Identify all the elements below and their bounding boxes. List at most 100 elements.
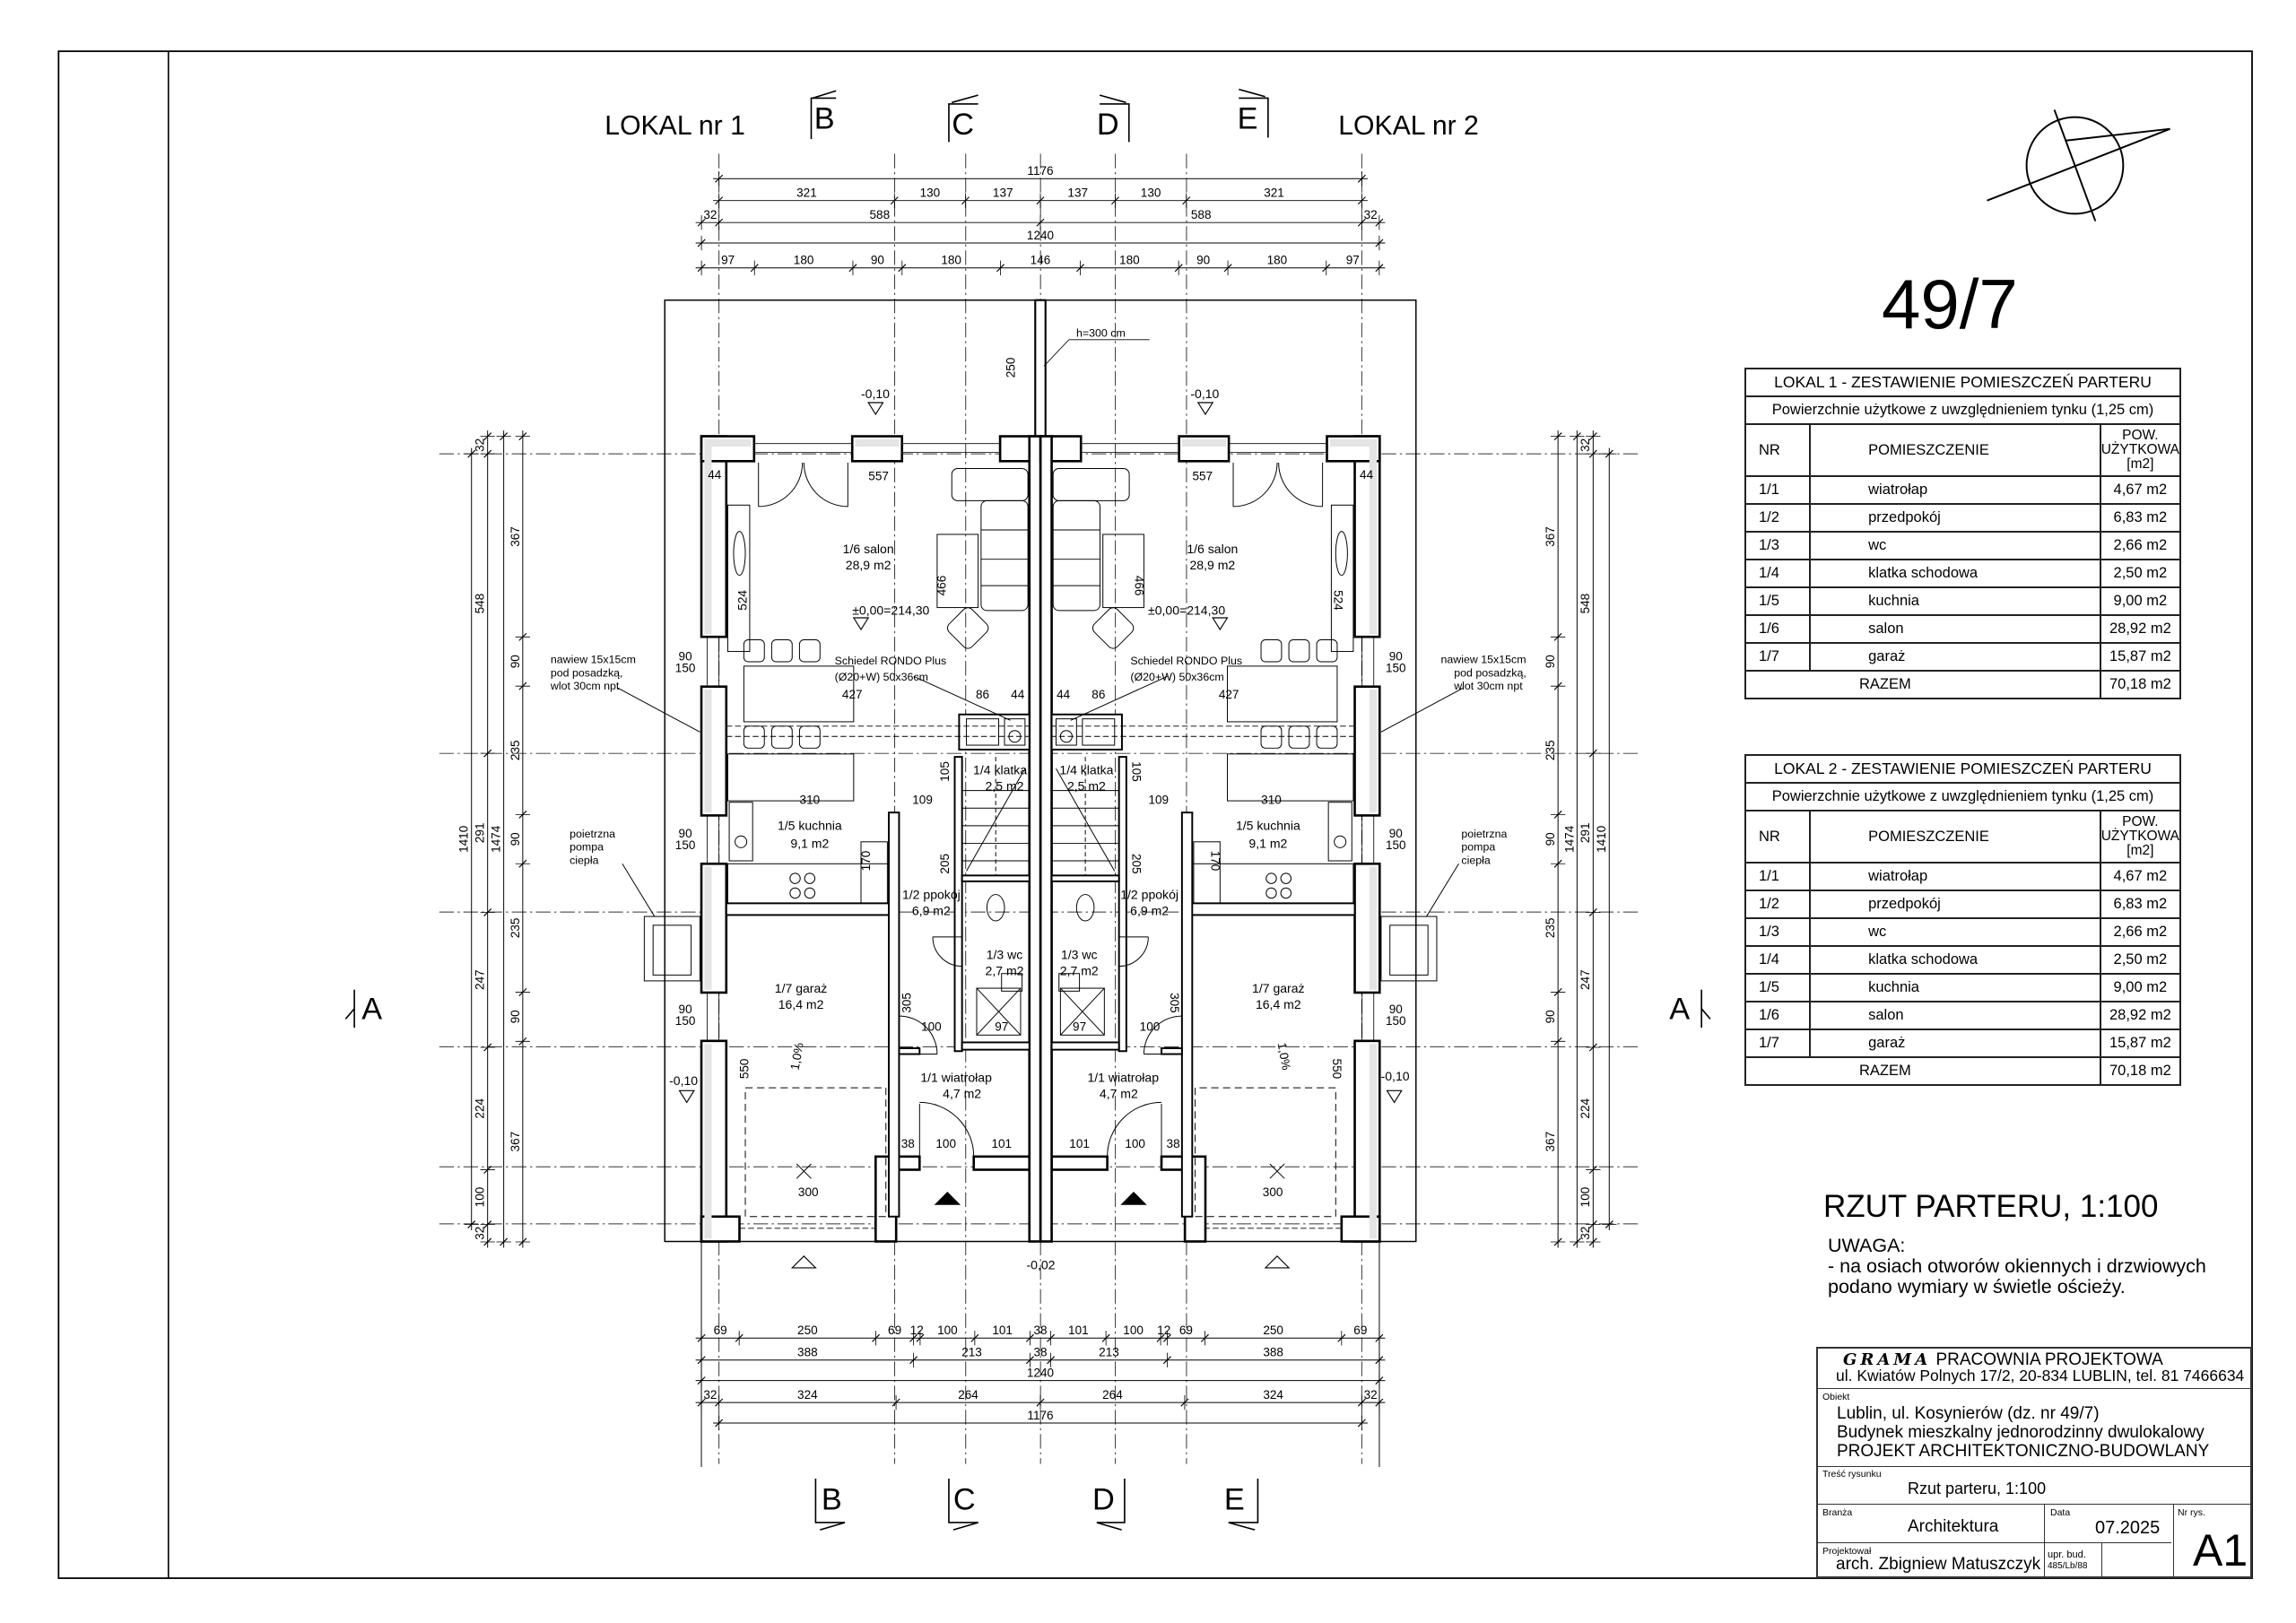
title-block-firm: GRAMA PRACOWNIA PROJEKTOWA ul. Kwiatów P… [1818,1349,2250,1389]
interior-dimension-value: 101 [1069,1137,1090,1150]
north-arrow-icon [1987,109,2170,221]
room-salon-area: 28,9 m2 [1189,558,1235,572]
dimension-value: 235 [1544,740,1557,760]
dimension-value: 101 [1068,1324,1089,1337]
interior-dimension-value: 97 [1073,1020,1086,1033]
interior-dimension-value: 427 [842,688,863,701]
title-block-divider [2044,1505,2045,1576]
dimension-value: 235 [509,918,522,939]
interior-dimension-value: 105 [938,761,952,782]
dimension-value: 548 [474,594,487,614]
dimension-value: 388 [1263,1346,1283,1359]
interior-dimension-value: 550 [737,1059,751,1080]
title-block: GRAMA PRACOWNIA PROJEKTOWA ul. Kwiatów P… [1816,1347,2252,1578]
heat-pump-note: ciepła [1461,854,1490,866]
dimension-value: 97 [1346,254,1360,267]
drawing-number: A1 [2193,1525,2248,1575]
section-markers-bottom [814,1479,1259,1531]
fence-length-dim: 250 [1004,358,1017,378]
interior-dimension-value: 466 [935,576,949,596]
room-salon-name: 1/6 salon [1187,542,1238,556]
table-title-row: LOKAL 1 - ZESTAWIENIE POMIESZCZEŃ PARTER… [1744,368,2181,397]
interior-dimension-value: 90 [679,649,692,663]
dimension-value: 90 [509,832,522,846]
dimension-value: 100 [937,1324,958,1337]
note-block: UWAGA: - na osiach otworów okiennych i d… [1828,1236,2206,1298]
dimension-value: 1176 [1027,1409,1053,1422]
dimension-value: 32 [1578,438,1592,452]
dimension-value: 101 [992,1324,1013,1337]
interior-dimension-value: 300 [1263,1185,1283,1199]
room-kitchen-area: 9,1 m2 [1248,836,1287,850]
total-label: RAZEM [1744,1056,2101,1086]
room-name: wiatrołap [1809,475,2101,505]
dimension-value: 235 [509,740,522,760]
vent-note: wlot 30cm npt [1453,680,1523,692]
table-subtitle-row: Powierzchnie użytkowe z uwzględnieniem t… [1744,782,2181,812]
object-line: PROJEKT ARCHITEKTONICZNO-BUDOWLANY [1837,1442,2210,1461]
object-label: Obiekt [1822,1392,1850,1402]
interior-dimension-value: 170 [1209,851,1222,872]
room-area: 2,50 m2 [2099,945,2182,975]
room-kitchen-area: 9,1 m2 [790,836,829,850]
level-floor-left: ±0,00=214,30 [852,603,929,618]
interior-dimension-value: 305 [900,993,914,1013]
table-title: LOKAL 2 - ZESTAWIENIE POMIESZCZEŃ PARTER… [1744,754,2181,784]
section-label-e-top: E [1238,102,1258,136]
dimension-value: 90 [1544,832,1557,846]
interior-dimension-value: 557 [1192,470,1213,483]
interior-dimension-value: 90 [679,827,692,840]
room-area: 15,87 m2 [2099,642,2182,672]
total-area: 70,18 m2 [2099,1056,2182,1086]
object-line: Budynek mieszkalny jednorodzinny dwuloka… [1837,1423,2205,1442]
interior-dimension-value: 109 [912,793,933,806]
room-name: salon [1809,614,2101,644]
level-garage-right: -0,10 [1381,1069,1410,1083]
room-name: wiatrołap [1809,862,2101,891]
dimension-value: 291 [1578,823,1592,844]
room-name: salon [1809,1001,2101,1030]
dimension-value: 321 [1264,187,1284,200]
dimension-value: 32 [1364,208,1378,221]
interior-dimension-value: 90 [1389,649,1403,663]
interior-dimension-value: 1,0% [1275,1042,1293,1072]
level-annotations: -0,10 -0,10 ±0,00=214,30 ±0,00=214,30 -0… [669,386,1410,1271]
dimension-value: 548 [1578,594,1592,614]
dimension-value: 69 [1179,1324,1193,1337]
room-number: 1/4 [1744,945,1812,975]
room-area: 28,92 m2 [2099,614,2182,644]
dimension-value: 130 [1141,187,1161,200]
vent-note: nawiew 15x15cm [551,654,636,666]
room-name: przedpokój [1809,503,2101,533]
vent-note: wlot 30cm npt [550,680,620,692]
dimension-value: 90 [509,1010,522,1023]
dimension-value: 38 [1033,1346,1047,1359]
interior-dimension-value: 550 [1330,1059,1344,1080]
interior-dimension-value: 557 [868,470,889,483]
dimension-value: 367 [509,526,522,547]
header-nr: NR [1744,423,1812,477]
room-kitchen-name: 1/5 kuchnia [1236,819,1300,833]
dimension-value: 90 [871,254,884,267]
room-area: 6,83 m2 [2099,890,2182,919]
lokal-1-room-labels: 1/6 salon 28,9 m2 1/5 kuchnia 9,1 m2 1/4… [775,542,1028,1100]
room-garage-area: 16,4 m2 [1256,997,1301,1011]
room-name: wc [1809,531,2101,560]
firm-logo: GRAMA [1843,1350,1932,1369]
interior-dimension-value: 150 [675,661,696,674]
lokal-2-room-table: LOKAL 2 - ZESTAWIENIE POMIESZCZEŃ PARTER… [1744,754,2182,1086]
vent-note: nawiew 15x15cm [1441,654,1526,666]
room-salon-name: 1/6 salon [843,542,894,556]
room-stair-area: 2,5 m2 [1067,779,1106,794]
dimension-value: 250 [1263,1324,1283,1337]
room-area: 2,66 m2 [2099,531,2182,560]
